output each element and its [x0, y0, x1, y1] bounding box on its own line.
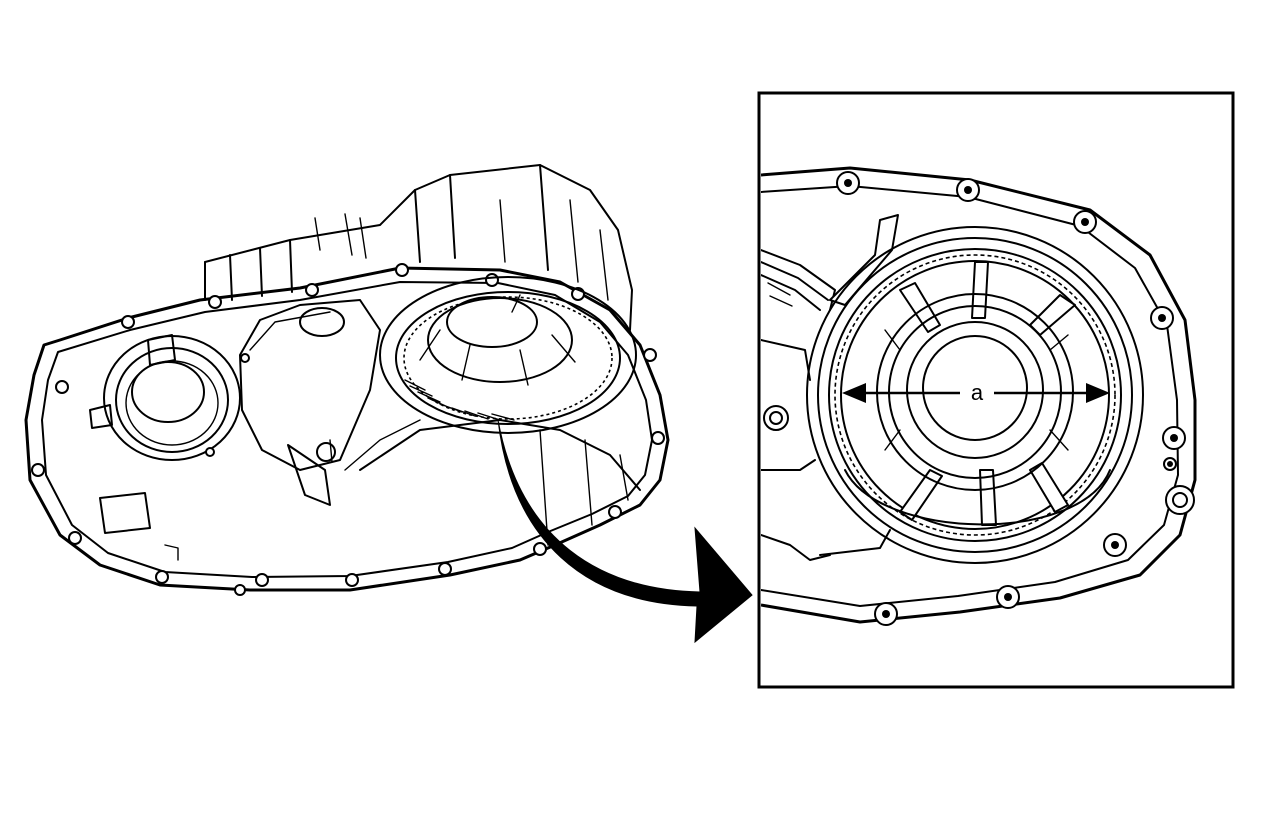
detail-inset: a	[757, 91, 1235, 689]
detail-carrier-spokes	[899, 261, 1076, 526]
detail-ring-gear	[806, 226, 1144, 564]
callout-arrow	[497, 419, 753, 644]
detail-rib	[829, 214, 899, 306]
breather-tab	[99, 492, 151, 534]
detail-flange-outer	[761, 166, 1197, 624]
transfer-case-housing	[24, 164, 670, 596]
detail-bolt-holes	[763, 171, 1195, 626]
housing-upper-body	[204, 164, 633, 331]
dimension-a: a	[842, 378, 1110, 406]
housing-flange-inner	[41, 281, 653, 578]
input-bore	[103, 335, 241, 461]
housing-center-web	[239, 299, 381, 471]
shift-lever-boss	[287, 444, 331, 506]
detail-frame	[757, 91, 1235, 689]
housing-flange-outer	[24, 266, 670, 592]
dimension-label: a	[971, 380, 984, 405]
overview-ring-gear	[379, 276, 637, 434]
overview-gear-hatch	[404, 379, 515, 421]
